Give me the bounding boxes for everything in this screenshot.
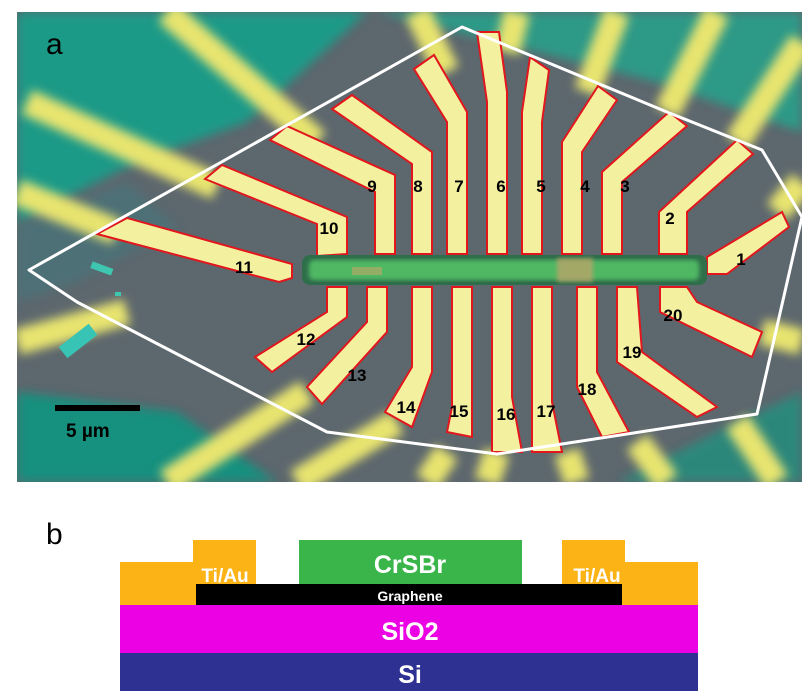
electrode-label-7: 7 xyxy=(454,177,463,196)
electrode-label-3: 3 xyxy=(620,177,629,196)
contact-left-label: Ti/Au xyxy=(201,566,248,587)
electrode-3 xyxy=(601,110,689,255)
electrode-label-1: 1 xyxy=(736,250,745,269)
graphene-layer xyxy=(196,584,622,605)
electrode-5 xyxy=(521,55,551,255)
electrode-12 xyxy=(253,286,348,374)
panel-label-a: a xyxy=(46,28,63,61)
electrode-11 xyxy=(94,216,293,284)
electrode-label-19: 19 xyxy=(623,343,642,362)
electrode-2 xyxy=(658,138,755,255)
graphene-label: Graphene xyxy=(377,588,443,604)
si-label: Si xyxy=(398,661,422,689)
scale-bar xyxy=(55,405,140,411)
contact-right xyxy=(562,540,698,605)
electrode-19 xyxy=(616,286,719,419)
electrode-18 xyxy=(576,286,631,439)
crsbr-flake xyxy=(302,255,707,285)
electrode-label-6: 6 xyxy=(496,177,505,196)
electrode-label-18: 18 xyxy=(578,380,597,399)
electrode-label-17: 17 xyxy=(537,402,556,421)
electrode-14 xyxy=(383,286,433,429)
graphene-outline xyxy=(27,25,802,456)
si-layer xyxy=(120,653,698,691)
electrode-label-4: 4 xyxy=(580,177,590,196)
device-micrograph: 1 2 3 4 5 6 7 8 9 10 11 12 13 14 15 16 1… xyxy=(17,12,802,482)
sio2-layer xyxy=(120,605,698,653)
electrode-label-10: 10 xyxy=(320,219,339,238)
electrode-1 xyxy=(706,210,791,275)
electrode-label-15: 15 xyxy=(450,402,469,421)
electrode-7 xyxy=(412,53,468,255)
electrode-4 xyxy=(561,84,619,255)
panel-label-b: b xyxy=(46,518,63,551)
electrode-label-11: 11 xyxy=(235,258,253,277)
electrode-label-16: 16 xyxy=(497,405,516,424)
electrode-8 xyxy=(330,93,433,255)
small-flakes xyxy=(58,261,121,359)
contact-left xyxy=(120,540,256,605)
electrode-10 xyxy=(203,163,348,258)
crsbr-layer xyxy=(299,540,522,584)
scale-bar-label: 5 µm xyxy=(66,421,110,442)
electrode-15 xyxy=(445,286,473,439)
electrode-label-12: 12 xyxy=(297,330,316,349)
contact-right-label: Ti/Au xyxy=(573,566,620,587)
crsbr-label: CrSBr xyxy=(374,551,447,579)
electrode-20 xyxy=(659,286,764,359)
electrode-17 xyxy=(531,286,564,453)
sio2-label: SiO2 xyxy=(382,618,439,646)
electrode-13 xyxy=(305,286,388,406)
electrode-label-5: 5 xyxy=(536,177,545,196)
electrode-label-13: 13 xyxy=(348,366,367,385)
electrode-label-14: 14 xyxy=(397,398,416,417)
electrode-6 xyxy=(475,31,508,255)
electrodes xyxy=(94,31,791,453)
electrode-label-20: 20 xyxy=(664,306,683,325)
electrode-label-2: 2 xyxy=(665,209,674,228)
electrode-label-9: 9 xyxy=(367,177,376,196)
electrode-16 xyxy=(491,286,524,453)
electrode-label-8: 8 xyxy=(413,177,422,196)
